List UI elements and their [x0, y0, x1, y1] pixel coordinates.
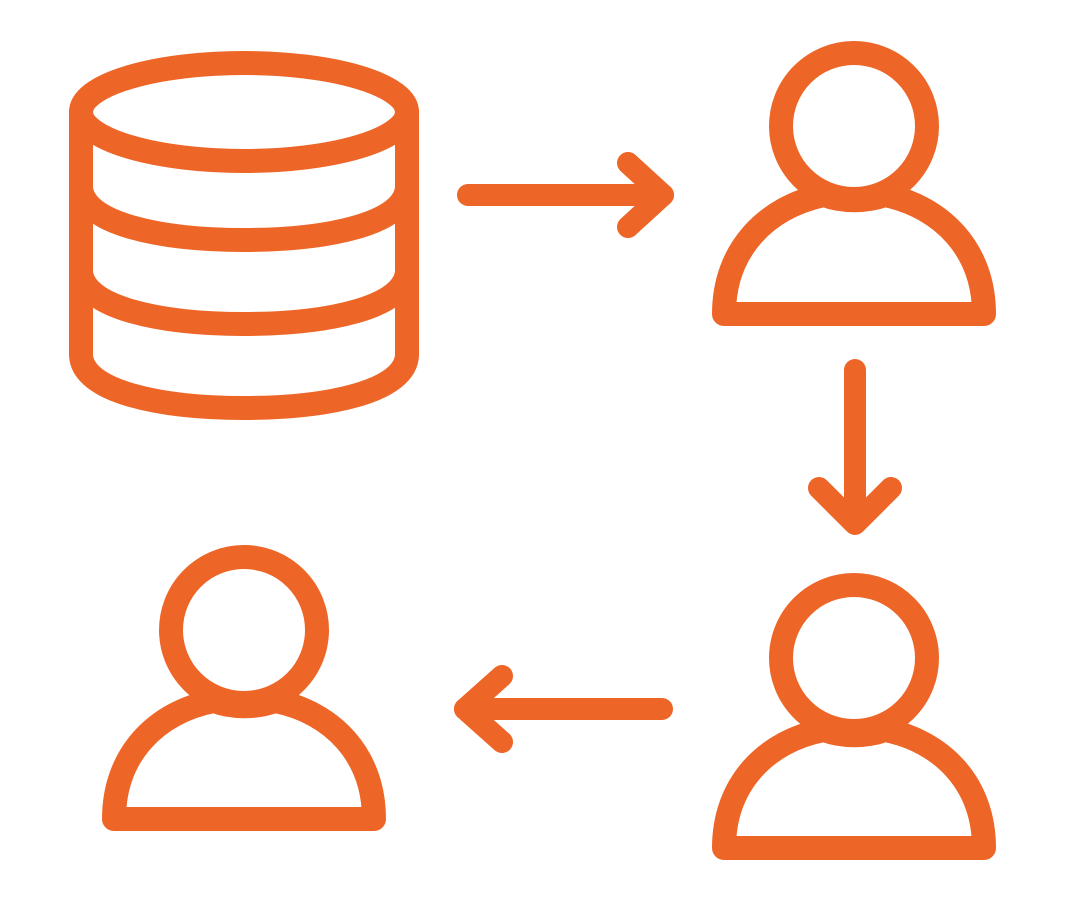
arrow-right-icon [457, 152, 674, 238]
user-icon [712, 573, 996, 860]
user-icon [712, 41, 996, 326]
arrow-left-icon [454, 665, 673, 753]
arrow-down-icon [808, 359, 902, 535]
user-icon [102, 545, 386, 831]
database-icon [69, 51, 419, 420]
